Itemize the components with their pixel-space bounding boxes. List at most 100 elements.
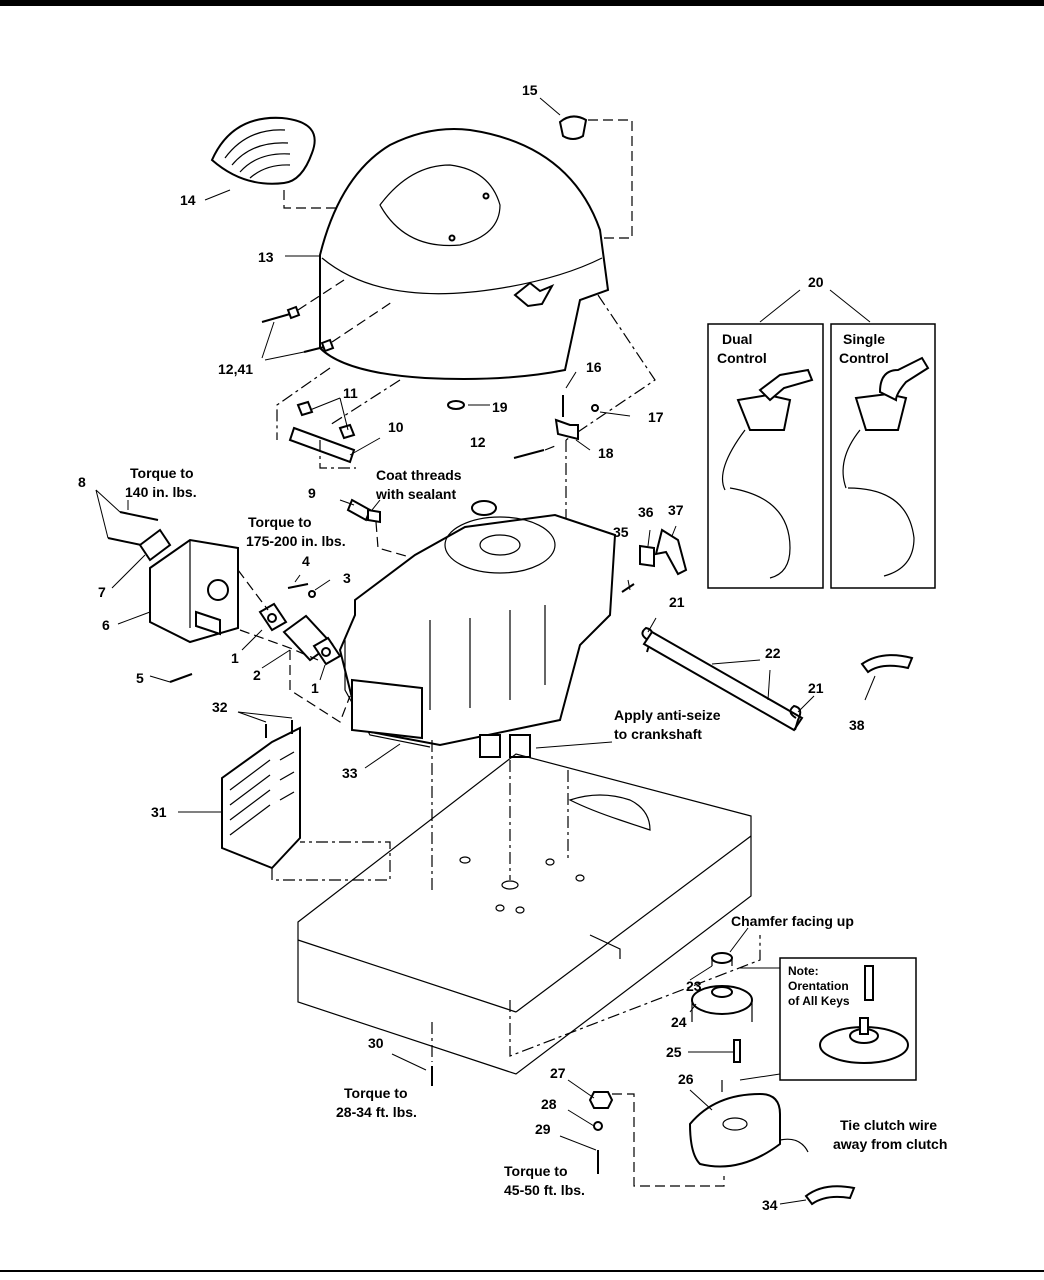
callout-34: 34 (762, 1197, 778, 1213)
dash-27-clutch (612, 1093, 725, 1187)
callout-26: 26 (678, 1071, 694, 1087)
part-24-pulley (691, 985, 753, 1022)
note-box-line3: of All Keys (788, 994, 850, 1008)
callout-1a: 1 (231, 650, 239, 666)
part-23-bushing (711, 952, 733, 966)
callout-11: 11 (343, 385, 358, 401)
top-rule (0, 0, 1044, 6)
part-36-block (639, 544, 655, 568)
part-33-engine (338, 500, 617, 758)
note-torque-140-line1: Torque to (130, 465, 194, 481)
note-box (779, 957, 917, 1081)
dual-control-label-line2: Control (717, 350, 767, 366)
dash-pipe-engine (289, 650, 351, 723)
callout-31: 31 (151, 804, 167, 820)
part-28-washer (593, 1121, 603, 1131)
part-22-rod (642, 630, 804, 732)
part-21-clip-b (789, 704, 802, 731)
part-35-screw (621, 583, 635, 593)
callout-7: 7 (98, 584, 106, 600)
part-5-screw (169, 673, 193, 683)
part-37-bracket (654, 528, 688, 576)
part-13-engine-cover (319, 128, 610, 380)
note-torque-175-line2: 175-200 in. lbs. (246, 533, 346, 549)
dash-12a (297, 279, 345, 311)
dash-12-18 (544, 445, 556, 451)
callout-3: 3 (343, 570, 351, 586)
callout-13: 13 (258, 249, 274, 265)
part-15-cap (558, 115, 588, 140)
callout-24: 24 (671, 1014, 687, 1030)
callout-29: 29 (535, 1121, 551, 1137)
callout-21a: 21 (669, 594, 685, 610)
part-26-clutch (688, 1092, 809, 1168)
callout-36: 36 (638, 504, 654, 520)
callout-35: 35 (613, 524, 629, 540)
dash-cover-mid (329, 379, 401, 426)
callout-22: 22 (765, 645, 781, 661)
part-3-washer (308, 590, 316, 598)
callout-14: 14 (180, 192, 196, 208)
note-antiseize-line1: Apply anti-seize (614, 707, 721, 723)
part-18-bracket (513, 395, 599, 459)
callout-1b: 1 (311, 680, 319, 696)
single-control-label-line2: Control (839, 350, 889, 366)
part-34-clip (804, 1185, 856, 1206)
note-torque-28-line2: 28-34 ft. lbs. (336, 1104, 417, 1120)
callout-9: 9 (308, 485, 316, 501)
dash-15-13 (588, 119, 633, 239)
callout-18: 18 (598, 445, 614, 461)
part-20-dual-control (707, 323, 824, 589)
part-38-clip (860, 654, 914, 674)
single-control-label-line1: Single (843, 331, 885, 347)
dash-cover-left (276, 367, 331, 440)
part-20-single-control (830, 323, 936, 589)
note-antiseize-line2: to crankshaft (614, 726, 702, 742)
callout-8: 8 (78, 474, 86, 490)
callout-5: 5 (136, 670, 144, 686)
callout-37: 37 (668, 502, 684, 518)
part-31-screen (221, 726, 301, 870)
part-10-bracket (288, 400, 356, 464)
dash-muffler-gasket (237, 569, 269, 611)
note-tie-line2: away from clutch (833, 1136, 947, 1152)
dash-10 (319, 440, 356, 469)
part-7-plate (138, 528, 172, 562)
callout-27: 27 (550, 1065, 566, 1081)
callout-15: 15 (522, 82, 538, 98)
note-torque-140-line2: 140 in. lbs. (125, 484, 197, 500)
callout-33: 33 (342, 765, 358, 781)
callout-17: 17 (648, 409, 664, 425)
note-tie-line1: Tie clutch wire (840, 1117, 937, 1133)
note-chamfer: Chamfer facing up (731, 913, 854, 929)
part-27-nut (588, 1091, 614, 1109)
part-1-gasket-a (258, 602, 288, 632)
dash-screen (271, 841, 391, 881)
note-torque-28-line1: Torque to (344, 1085, 408, 1101)
callout-16: 16 (586, 359, 602, 375)
callout-25: 25 (666, 1044, 682, 1060)
callout-21b: 21 (808, 680, 824, 696)
callout-32: 32 (212, 699, 228, 715)
note-torque-45-line2: 45-50 ft. lbs. (504, 1182, 585, 1198)
callout-28: 28 (541, 1096, 557, 1112)
callout-12: 12 (470, 434, 486, 450)
callout-6: 6 (102, 617, 110, 633)
leader-lines (95, 97, 876, 1205)
bottom-rule (0, 1270, 1044, 1272)
callout-38: 38 (849, 717, 865, 733)
callout-19: 19 (492, 399, 508, 415)
note-box-line1: Note: (788, 964, 819, 978)
part-25-key (733, 1039, 741, 1063)
note-box-line2: Orentation (788, 979, 849, 993)
note-torque-45-line1: Torque to (504, 1163, 568, 1179)
dash-9 (375, 521, 421, 561)
dash-cover-right (565, 294, 656, 441)
callout-4: 4 (302, 553, 310, 569)
callout-23: 23 (686, 978, 702, 994)
note-torque-175-line1: Torque to (248, 514, 312, 530)
note-coat-line1: Coat threads (376, 467, 462, 483)
dash-12b (331, 301, 393, 343)
part-6-muffler (149, 538, 239, 644)
